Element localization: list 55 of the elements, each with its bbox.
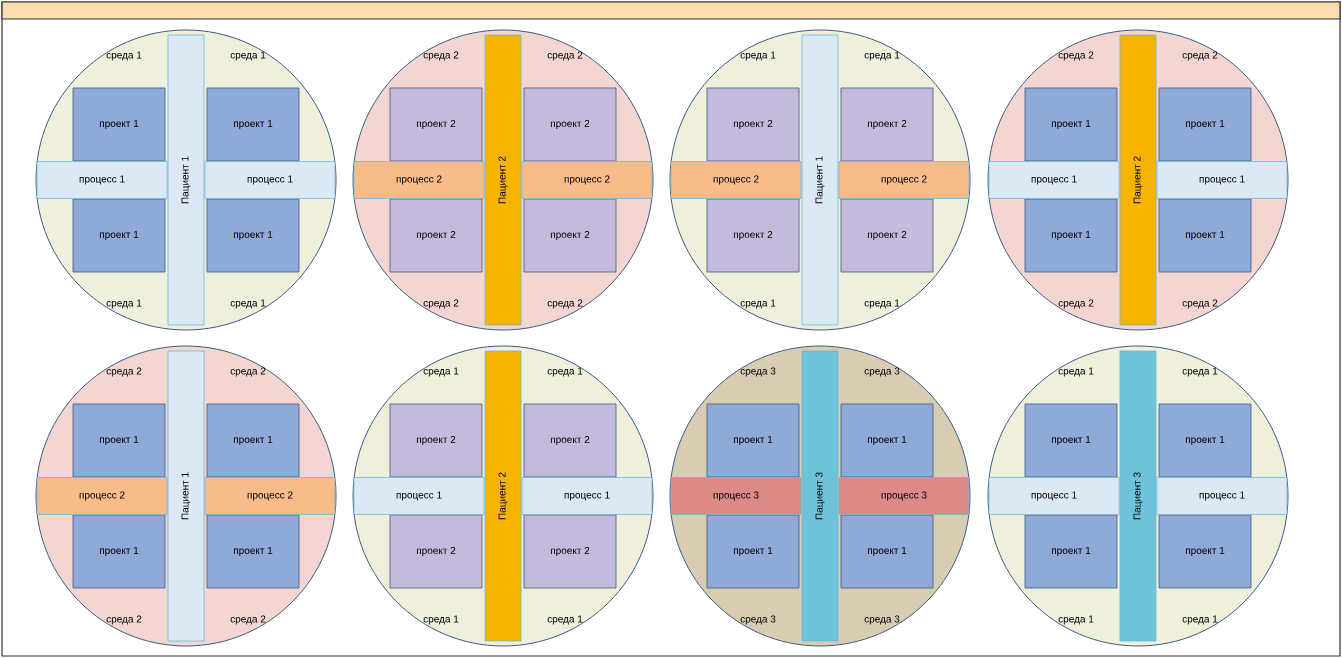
- project-box: проект 1: [1024, 514, 1118, 589]
- process-bar: процесс 1: [1156, 161, 1288, 199]
- project-box: проект 1: [206, 198, 300, 273]
- project-box: проект 1: [1158, 198, 1252, 273]
- project-box: проект 1: [72, 87, 166, 162]
- process-bar: процесс 1: [521, 477, 653, 515]
- process-bar: процесс 2: [353, 161, 485, 199]
- process-bar: процесс 3: [670, 477, 802, 515]
- process-bar: процесс 2: [521, 161, 653, 199]
- process-bar: процесс 1: [204, 161, 336, 199]
- project-box: проект 1: [1024, 198, 1118, 273]
- project-box: проект 1: [206, 87, 300, 162]
- process-bar: процесс 2: [838, 161, 970, 199]
- patient-bar: Пациент 3: [1119, 350, 1157, 642]
- process-bar: процесс 3: [838, 477, 970, 515]
- process-bar: процесс 2: [670, 161, 802, 199]
- project-box: проект 2: [389, 87, 483, 162]
- project-box: проект 1: [1024, 403, 1118, 478]
- project-box: проект 1: [1024, 87, 1118, 162]
- project-box: проект 1: [1158, 403, 1252, 478]
- process-bar: процесс 2: [36, 477, 168, 515]
- process-bar: процесс 1: [988, 477, 1120, 515]
- project-box: проект 1: [206, 514, 300, 589]
- patient-bar: Пациент 1: [167, 350, 205, 642]
- process-bar: процесс 1: [36, 161, 168, 199]
- project-box: проект 2: [840, 87, 934, 162]
- project-box: проект 2: [706, 198, 800, 273]
- process-bar: процесс 1: [1156, 477, 1288, 515]
- project-box: проект 1: [706, 403, 800, 478]
- project-box: проект 2: [840, 198, 934, 273]
- project-box: проект 1: [840, 514, 934, 589]
- process-bar: процесс 1: [353, 477, 485, 515]
- project-box: проект 1: [72, 514, 166, 589]
- patient-bar: Пациент 1: [801, 34, 839, 326]
- project-box: проект 1: [72, 198, 166, 273]
- process-bar: процесс 2: [204, 477, 336, 515]
- project-box: проект 2: [389, 514, 483, 589]
- project-box: проект 1: [706, 514, 800, 589]
- project-box: проект 2: [523, 403, 617, 478]
- project-box: проект 2: [523, 87, 617, 162]
- patient-bar: Пациент 2: [1119, 34, 1157, 326]
- project-box: проект 1: [206, 403, 300, 478]
- project-box: проект 2: [389, 403, 483, 478]
- patient-bar: Пациент 3: [801, 350, 839, 642]
- project-box: проект 2: [389, 198, 483, 273]
- project-box: проект 2: [523, 198, 617, 273]
- patient-bar: Пациент 2: [484, 350, 522, 642]
- project-box: проект 1: [840, 403, 934, 478]
- patient-bar: Пациент 2: [484, 34, 522, 326]
- project-box: проект 2: [523, 514, 617, 589]
- project-box: проект 1: [1158, 87, 1252, 162]
- project-box: проект 1: [1158, 514, 1252, 589]
- project-box: проект 2: [706, 87, 800, 162]
- project-box: проект 1: [72, 403, 166, 478]
- process-bar: процесс 1: [988, 161, 1120, 199]
